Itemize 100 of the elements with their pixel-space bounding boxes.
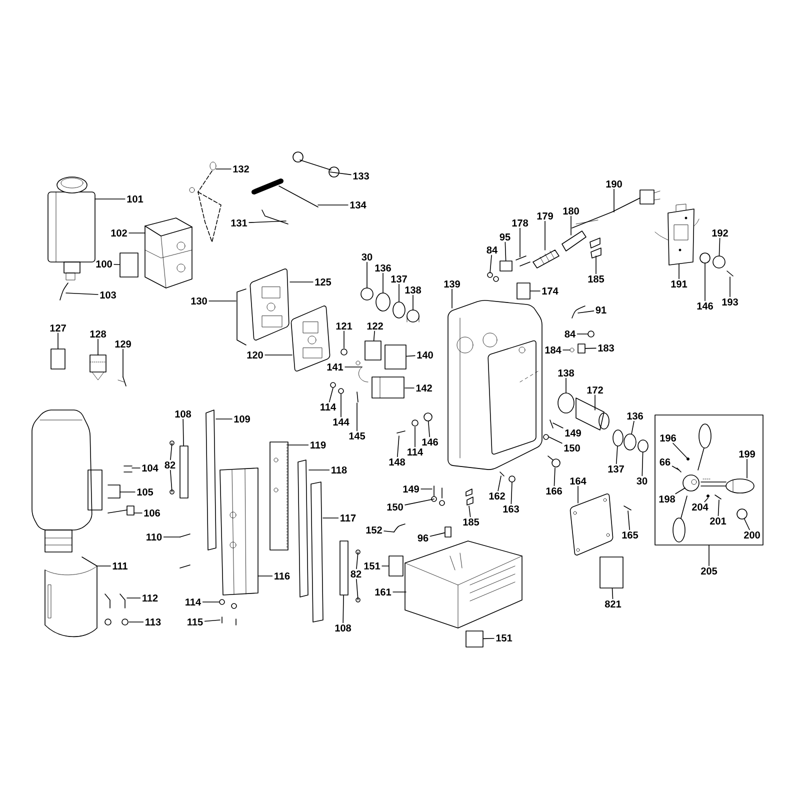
callout-number: 114 — [320, 404, 336, 410]
callout-number: 183 — [598, 344, 614, 352]
bushing-drawing — [406, 310, 420, 322]
screw-drawing — [726, 270, 734, 276]
leader-line — [675, 488, 686, 494]
callout-number: 130 — [191, 297, 207, 305]
callout-number: 102 — [111, 229, 127, 237]
leader-line — [397, 436, 400, 458]
callout-number: 120 — [247, 351, 263, 359]
callout-number: 178 — [512, 219, 528, 227]
leader-line — [328, 388, 334, 402]
label-sheet-shape — [388, 556, 404, 576]
spindle-drawing — [576, 398, 610, 430]
callout-number: 141 — [327, 364, 344, 370]
screw-drawing — [356, 598, 360, 602]
callout-number: 108 — [335, 624, 352, 632]
nut-drawing — [487, 272, 499, 282]
bracket-shape — [340, 540, 348, 596]
leader-line — [66, 292, 98, 295]
sleeve-shape — [500, 260, 512, 272]
washer-drawing — [122, 618, 128, 626]
leader-line — [414, 426, 416, 448]
leader-line — [366, 262, 368, 288]
hub-drawing — [682, 474, 700, 492]
leader-line — [384, 530, 394, 532]
callout-number: 150 — [387, 503, 403, 511]
callout-number: 166 — [546, 487, 562, 495]
washer-drawing — [219, 599, 225, 605]
guide-rail-drawing — [310, 482, 324, 622]
plate-drawing — [250, 268, 290, 340]
housing-drawing — [448, 300, 542, 470]
leader-line — [498, 476, 502, 492]
leader-line — [708, 545, 710, 566]
tube-drawing — [60, 282, 68, 300]
leader-line — [318, 204, 348, 206]
callout-number: 118 — [332, 466, 347, 474]
guide-rail-drawing — [206, 410, 216, 550]
callout-number: 151 — [364, 562, 380, 570]
leader-line — [510, 482, 512, 504]
leader-line — [288, 444, 309, 446]
callout-number: 108 — [175, 410, 192, 418]
leader-line — [554, 468, 556, 486]
leader-line — [530, 290, 540, 292]
callout-number: 199 — [739, 450, 755, 458]
leader-line — [744, 518, 750, 530]
leader-line — [356, 552, 358, 570]
spring-drawing — [532, 250, 560, 268]
callout-number: 145 — [349, 432, 366, 440]
leader-line — [704, 498, 708, 502]
callout-number: 91 — [596, 306, 606, 314]
callout-number: 84 — [486, 246, 498, 254]
leader-line — [552, 422, 564, 428]
leader-line — [616, 446, 618, 464]
callout-number: 152 — [366, 526, 382, 534]
leader-line — [718, 238, 720, 256]
callout-number: 149 — [565, 429, 581, 437]
callout-number: 163 — [503, 505, 519, 513]
callout-number: 200 — [744, 531, 760, 539]
callout-number: 114 — [408, 448, 424, 456]
leader-line — [204, 620, 220, 622]
wrench-drawing — [292, 152, 340, 178]
callout-number: 821 — [604, 600, 622, 608]
callout-number: 165 — [622, 531, 638, 539]
cover-plate-drawing — [570, 494, 614, 556]
callout-number: 138 — [558, 369, 574, 377]
callout-number: 82 — [164, 461, 176, 469]
screw-drawing — [170, 440, 174, 446]
leader-line — [182, 418, 184, 446]
callout-number: 184 — [545, 346, 562, 354]
chain-drawing — [189, 162, 222, 242]
callout-number: 95 — [500, 233, 510, 241]
callout-number: 104 — [142, 464, 158, 472]
leader-line — [412, 294, 414, 310]
clip-drawing — [124, 466, 132, 472]
screw-drawing — [624, 506, 632, 510]
clip-drawing — [108, 484, 120, 498]
leader-line — [94, 198, 126, 200]
leader-line — [704, 263, 706, 302]
washer-shape — [712, 256, 726, 268]
screw-drawing — [170, 490, 174, 494]
leader-line — [356, 578, 358, 600]
hex-key-drawing — [262, 210, 288, 224]
washer-drawing — [330, 382, 336, 388]
leader-line — [114, 264, 120, 266]
leader-line — [134, 512, 142, 514]
pin-shape — [578, 344, 586, 354]
callout-number: 119 — [310, 441, 326, 449]
callout-number: 137 — [391, 275, 407, 283]
terminal-drawing — [590, 238, 602, 258]
leader-line — [631, 420, 634, 434]
column-drawing — [220, 468, 258, 596]
leader-line — [170, 470, 172, 492]
knob-shape — [516, 282, 530, 300]
leader-line — [404, 498, 434, 506]
leader-line — [398, 284, 400, 302]
callout-number: 127 — [50, 324, 66, 332]
callout-number: 144 — [333, 418, 350, 426]
leader-line — [216, 418, 232, 420]
callout-number: 111 — [112, 562, 128, 570]
ring-shape — [612, 430, 624, 446]
